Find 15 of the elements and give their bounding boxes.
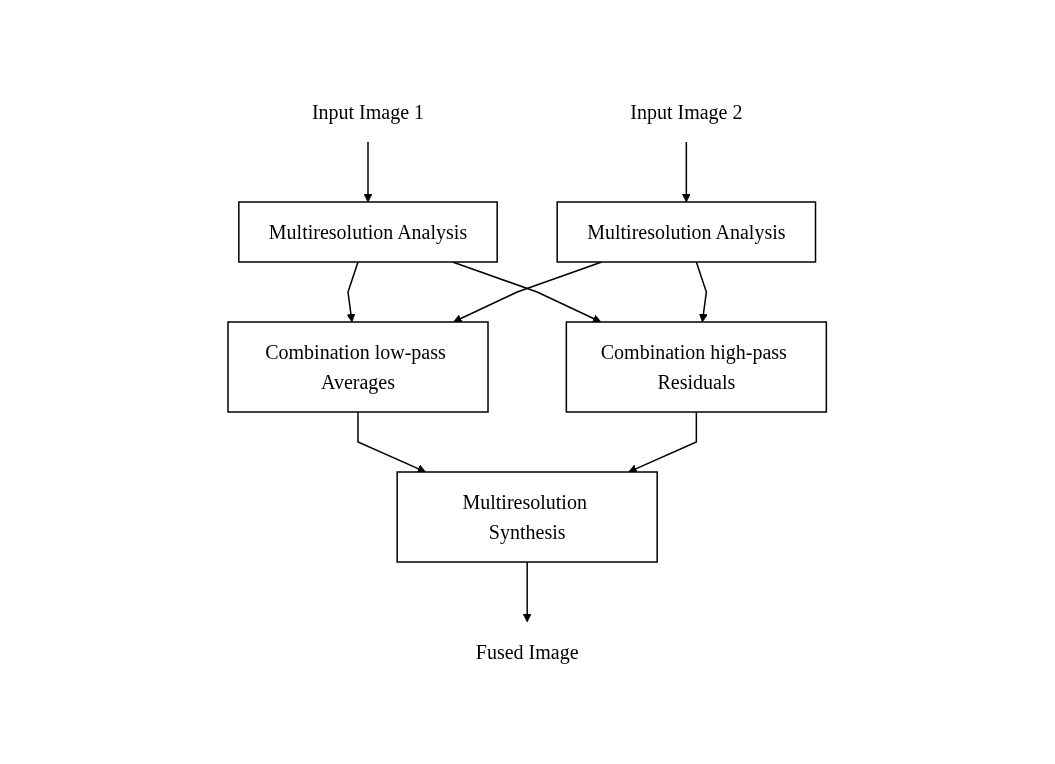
arrow [628, 411, 698, 473]
arrow [695, 261, 709, 323]
node-box: Combination low-pass Averages [227, 321, 490, 413]
node-text: Input Image 1 [312, 101, 425, 123]
node-text: Fused Image [476, 641, 579, 663]
arrow [682, 141, 692, 203]
node-box: Multiresolution Analysis [556, 201, 817, 263]
arrow [523, 561, 532, 623]
node-box: Multiresolution Synthesis [396, 471, 659, 563]
node-box: Multiresolution Analysis [238, 201, 499, 263]
node-text: Input Image 2 [630, 101, 743, 123]
arrow [346, 261, 360, 323]
node-box: Combination high-pass Residuals [565, 321, 828, 413]
arrow [357, 411, 427, 473]
arrow [363, 141, 373, 203]
